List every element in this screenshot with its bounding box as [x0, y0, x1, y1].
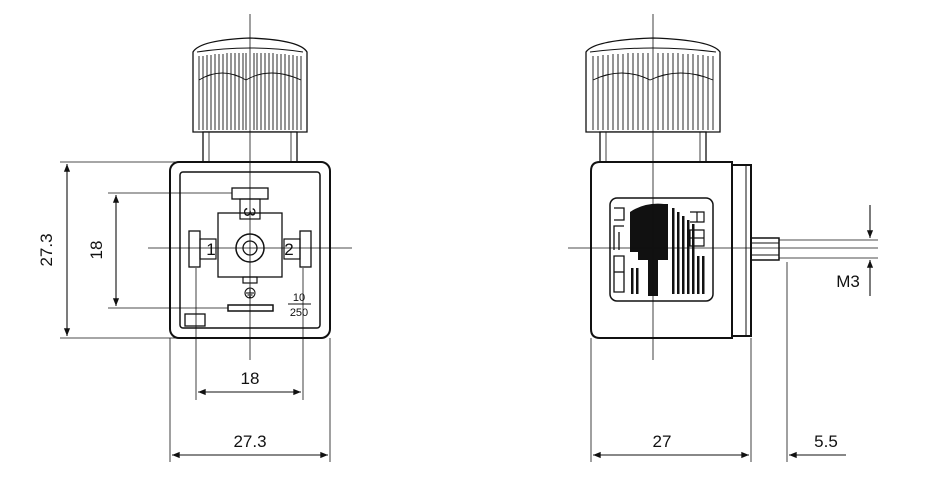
dim-front-width-outer: 27.3 — [233, 432, 266, 451]
rating-current: 10 — [293, 292, 305, 304]
dim-front-width-inner: 18 — [241, 369, 260, 388]
side-view: 27 5.5 M3 — [568, 14, 878, 462]
pin-2-label: 2 — [284, 240, 293, 259]
dim-side-width: 27 — [653, 432, 672, 451]
dim-front-height-outer: 27.3 — [37, 233, 56, 266]
side-pin — [750, 237, 780, 261]
dim-thread: M3 — [836, 272, 860, 291]
front-view: 1 2 3 10 250 — [37, 14, 352, 462]
pin-3-label: 3 — [240, 207, 259, 216]
rating-voltage: 250 — [290, 307, 308, 319]
dim-side-pin-offset: 5.5 — [814, 432, 838, 451]
electrical-rating: 10 250 — [288, 292, 311, 319]
pin-1-label: 1 — [206, 240, 215, 259]
hirschmann-logo-icon — [609, 197, 714, 302]
side-housing — [590, 161, 733, 339]
dim-front-height-inner: 18 — [87, 241, 106, 260]
